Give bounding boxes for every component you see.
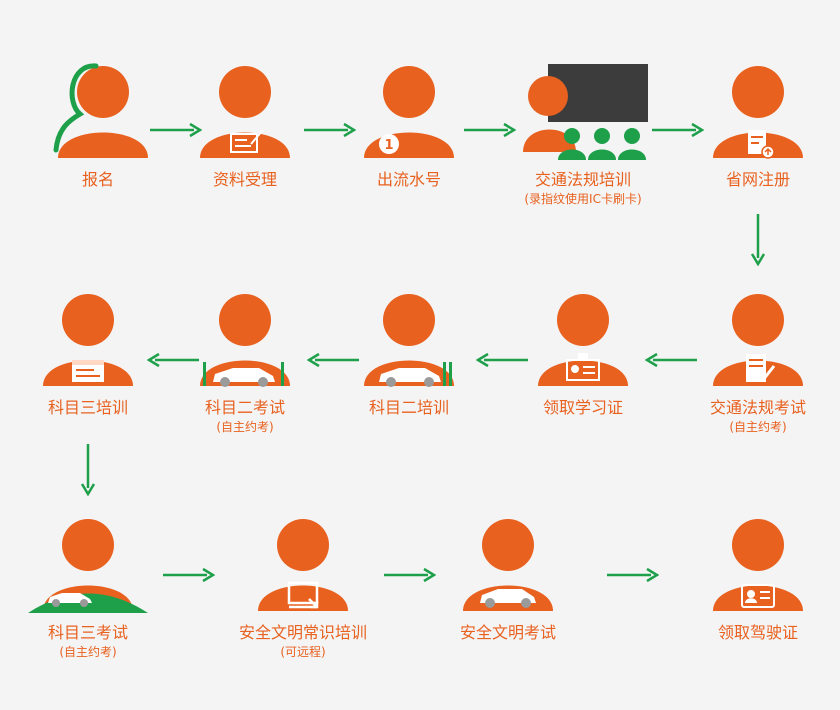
arrow-right-icon: [652, 122, 704, 138]
step-study-permit: 领取学习证: [508, 290, 658, 418]
upload-document-icon: [748, 130, 775, 159]
green-arc-icon: [53, 63, 99, 153]
car-icon: [480, 589, 536, 608]
step-subject-two-training: 科目二培训: [334, 290, 484, 418]
person-icon: 1: [364, 66, 454, 158]
step-label: 科目三考试: [47, 623, 128, 642]
step-sublabel: (自主约考): [216, 420, 274, 434]
person-icon: [258, 519, 348, 611]
arrow-right-icon: [384, 567, 436, 583]
person-icon: [28, 519, 148, 613]
person-figure: [533, 290, 633, 390]
window-card-icon: [72, 360, 104, 382]
arrow-right-icon: [150, 122, 202, 138]
step-label: 安全文明考试: [459, 623, 556, 642]
step-safety-exam: 安全文明考试: [433, 515, 583, 643]
arrow-down-icon: [750, 214, 766, 266]
person-figure: [48, 62, 148, 162]
svg-text:1: 1: [384, 138, 393, 153]
step-label: 领取学习证: [542, 398, 623, 417]
person-figure: [253, 515, 353, 615]
car-road-icon: [28, 593, 148, 613]
step-sublabel: (可远程): [280, 645, 326, 659]
driver-license-icon: [741, 584, 775, 608]
step-subject-two-exam: 科目二考试 (自主约考): [170, 290, 320, 436]
person-figure: [195, 290, 295, 390]
person-figure: [195, 62, 295, 162]
step-subject-three-training: 科目三培训: [13, 290, 163, 418]
arrow-left-icon: [307, 352, 359, 368]
step-label: 领取驾驶证: [717, 623, 798, 642]
person-icon: [200, 66, 290, 158]
step-document-processing: 资料受理: [170, 62, 320, 190]
arrow-right-icon: [163, 567, 215, 583]
step-provincial-registration: 省网注册: [683, 62, 833, 190]
step-label: 省网注册: [725, 170, 790, 189]
person-icon: [200, 294, 290, 387]
step-label: 安全文明常识培训: [238, 623, 367, 642]
step-label: 出流水号: [376, 170, 441, 189]
person-figure: [359, 290, 459, 390]
person-figure: 1: [359, 62, 459, 162]
number-one-badge-icon: 1: [379, 134, 399, 154]
arrow-right-icon: [304, 122, 356, 138]
person-figure: [708, 290, 808, 390]
classroom-board-icon: [523, 64, 648, 160]
arrow-left-icon: [476, 352, 528, 368]
step-registration: 报名: [23, 62, 173, 190]
person-icon: [713, 519, 803, 611]
step-label: 科目二考试: [204, 398, 285, 417]
step-traffic-law-training: 交通法规培训 (录指纹使用IC卡刷卡): [508, 62, 658, 208]
person-icon: [43, 294, 133, 386]
step-serial-number: 1 出流水号: [334, 62, 484, 190]
step-traffic-law-exam: 交通法规考试 (自主约考): [683, 290, 833, 436]
person-icon: [538, 294, 628, 386]
step-label: 资料受理: [212, 170, 277, 189]
step-label: 报名: [81, 170, 114, 189]
person-figure: [708, 515, 808, 615]
person-figure: [708, 62, 808, 162]
step-subject-three-exam: 科目三考试 (自主约考): [13, 515, 163, 661]
step-safety-training: 安全文明常识培训 (可远程): [228, 515, 378, 661]
person-icon: [364, 294, 454, 387]
step-label: 交通法规培训: [534, 170, 631, 189]
person-icon: [713, 294, 803, 386]
step-sublabel: (自主约考): [729, 420, 787, 434]
arrow-right-icon: [607, 567, 659, 583]
step-driver-license: 领取驾驶证: [683, 515, 833, 643]
person-figure: [38, 290, 138, 390]
classroom-figure: [518, 62, 648, 162]
person-figure: [458, 515, 558, 615]
arrow-down-icon: [80, 444, 96, 496]
document-sign-icon: [230, 129, 264, 153]
step-label: 科目二培训: [368, 398, 449, 417]
step-sublabel: (自主约考): [59, 645, 117, 659]
car-exam-icon: [203, 362, 284, 387]
exam-paper-pencil-icon: [746, 354, 776, 382]
step-label: 交通法规考试: [709, 398, 806, 417]
person-figure: [28, 515, 148, 615]
car-training-icon: [379, 362, 452, 387]
person-icon: [53, 63, 148, 158]
arrow-left-icon: [645, 352, 697, 368]
person-icon: [713, 66, 803, 159]
remote-screen-icon: [287, 581, 319, 609]
person-icon: [463, 519, 553, 611]
step-label: 科目三培训: [47, 398, 128, 417]
id-badge-icon: [566, 353, 600, 381]
arrow-right-icon: [464, 122, 516, 138]
step-sublabel: (录指纹使用IC卡刷卡): [524, 192, 642, 206]
arrow-left-icon: [147, 352, 199, 368]
